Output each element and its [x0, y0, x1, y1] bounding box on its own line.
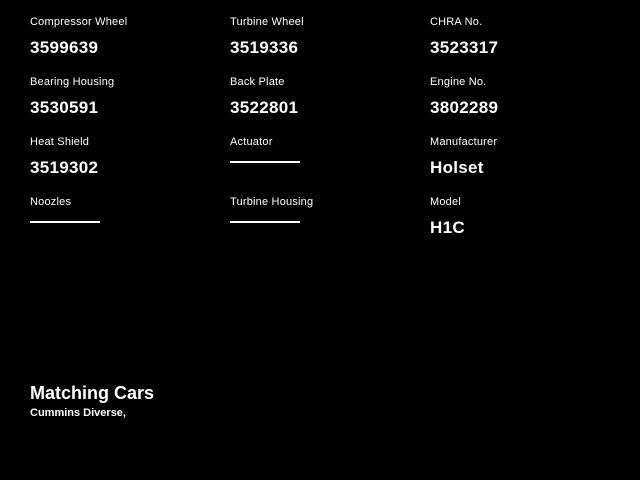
field-value: 3802289	[430, 98, 499, 117]
field-label: Back Plate	[230, 76, 285, 88]
field-label: Turbine Housing	[230, 196, 314, 208]
matching-cars-heading: Matching Cars	[30, 383, 155, 403]
field-value-empty-line	[30, 221, 230, 241]
field-chra-no: CHRA No. 3523317	[430, 16, 630, 76]
matching-cars-list: Cummins Diverse,	[30, 407, 126, 419]
field-value: 3519302	[30, 158, 99, 177]
field-label: Turbine Wheel	[230, 16, 304, 28]
field-label: Heat Shield	[30, 136, 90, 148]
field-label: CHRA No.	[430, 16, 483, 28]
field-turbine-wheel: Turbine Wheel 3519336	[230, 16, 430, 76]
field-value-empty-line	[230, 221, 430, 241]
field-label: Model	[430, 196, 461, 208]
field-value: Holset	[430, 158, 484, 177]
field-turbine-housing: Turbine Housing	[230, 196, 430, 256]
field-noozles: Noozles	[30, 196, 230, 256]
field-back-plate: Back Plate 3522801	[230, 76, 430, 136]
field-label: Manufacturer	[430, 136, 498, 148]
spec-grid: Compressor Wheel 3599639 Turbine Wheel 3…	[30, 16, 630, 256]
field-value: 3530591	[30, 98, 99, 117]
field-label: Actuator	[230, 136, 273, 148]
field-label: Noozles	[30, 196, 72, 208]
field-label: Compressor Wheel	[30, 16, 128, 28]
field-value: 3522801	[230, 98, 299, 117]
field-value: 3599639	[30, 38, 99, 57]
field-heat-shield: Heat Shield 3519302	[30, 136, 230, 196]
field-value: 3519336	[230, 38, 299, 57]
field-value: H1C	[430, 218, 465, 237]
field-engine-no: Engine No. 3802289	[430, 76, 630, 136]
field-bearing-housing: Bearing Housing 3530591	[30, 76, 230, 136]
field-compressor-wheel: Compressor Wheel 3599639	[30, 16, 230, 76]
field-value: 3523317	[430, 38, 499, 57]
field-model: Model H1C	[430, 196, 630, 256]
field-label: Engine No.	[430, 76, 487, 88]
matching-cars-section: Matching Cars Cummins Diverse,	[30, 383, 154, 419]
field-value-empty-line	[230, 161, 430, 181]
field-label: Bearing Housing	[30, 76, 115, 88]
field-manufacturer: Manufacturer Holset	[430, 136, 630, 196]
field-actuator: Actuator	[230, 136, 430, 196]
